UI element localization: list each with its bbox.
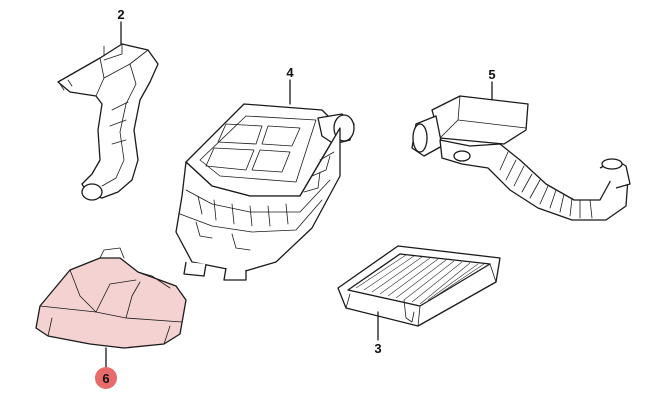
part-2-intake-duct[interactable] xyxy=(57,43,159,201)
callout-3[interactable]: 3 xyxy=(374,341,381,356)
callout-2[interactable]: 2 xyxy=(117,7,124,22)
part-4-filter-housing[interactable] xyxy=(175,103,355,281)
callout-6[interactable]: 6 xyxy=(102,371,109,386)
part-3-filter-element[interactable] xyxy=(337,245,501,327)
callout-4[interactable]: 4 xyxy=(286,65,294,80)
callout-5[interactable]: 5 xyxy=(488,67,495,82)
callout-6-badge xyxy=(95,367,117,389)
part-6-resonator[interactable] xyxy=(35,247,187,349)
part-5-mass-sensor-hose[interactable] xyxy=(411,95,631,221)
